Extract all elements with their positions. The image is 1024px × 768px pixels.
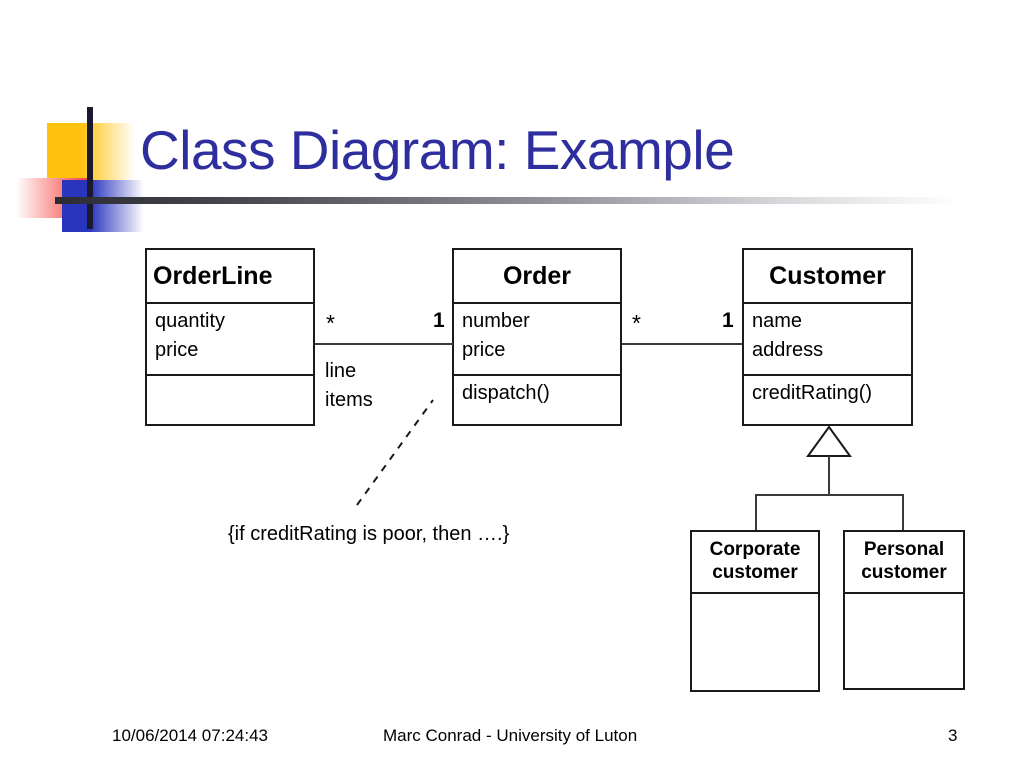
association-label-line-items: line items	[325, 357, 373, 415]
class-operations-customer: creditRating()	[744, 376, 911, 424]
class-body-personal-customer	[845, 594, 963, 688]
class-box-order[interactable]: Order number price dispatch()	[452, 248, 622, 426]
class-attributes-orderline: quantity price	[147, 304, 313, 376]
class-operations-order: dispatch()	[454, 376, 620, 424]
attribute-item: quantity	[155, 310, 226, 332]
generalization-branch-line	[755, 494, 904, 496]
class-box-customer[interactable]: Customer name address creditRating()	[742, 248, 913, 426]
class-name-line2: customer	[712, 562, 798, 583]
generalization-stem-line	[828, 456, 830, 495]
class-box-orderline[interactable]: OrderLine quantity price	[145, 248, 315, 426]
attribute-item: price	[155, 339, 199, 361]
footer-author: Marc Conrad - University of Luton	[383, 726, 638, 745]
class-attributes-order: number price	[454, 304, 620, 376]
class-name-personal-customer: Personal customer	[845, 532, 963, 594]
vertical-rule-decoration	[87, 107, 93, 229]
class-name-line1: Corporate	[709, 539, 801, 561]
class-name-order: Order	[454, 250, 620, 304]
multiplicity-order-target: 1	[722, 309, 734, 332]
note-dashed-connector	[356, 399, 434, 506]
operation-item: dispatch()	[462, 382, 550, 404]
class-name-line2: customer	[861, 562, 947, 583]
class-name-corporate-customer: Corporate customer	[692, 532, 818, 594]
generalization-triangle-icon	[806, 425, 852, 457]
association-line-order-customer	[622, 343, 742, 345]
generalization-drop-corporate	[755, 494, 757, 531]
attribute-item: name	[752, 310, 803, 332]
operation-item: creditRating()	[752, 382, 873, 404]
association-label-line1: line	[325, 360, 357, 382]
multiplicity-order-source: *	[632, 310, 641, 336]
attribute-item: address	[752, 339, 824, 361]
multiplicity-orderline-target: 1	[433, 309, 445, 332]
multiplicity-orderline-source: *	[326, 310, 335, 336]
class-name-customer: Customer	[744, 250, 911, 304]
class-attributes-customer: name address	[744, 304, 911, 376]
footer-page-number: 3	[948, 726, 958, 745]
class-operations-orderline	[147, 376, 313, 424]
class-name-line1: Personal	[863, 539, 945, 561]
blue-square-decoration	[62, 180, 144, 232]
title-underline-rule	[55, 197, 960, 204]
association-label-line2: items	[325, 389, 373, 411]
class-name-orderline: OrderLine	[147, 250, 313, 304]
attribute-item: price	[462, 339, 506, 361]
constraint-note-text: {if creditRating is poor, then ….}	[228, 523, 510, 545]
footer-date: 10/06/2014 07:24:43	[112, 726, 268, 745]
attribute-item: number	[462, 310, 530, 332]
class-box-personal-customer[interactable]: Personal customer	[843, 530, 965, 690]
class-box-corporate-customer[interactable]: Corporate customer	[690, 530, 820, 692]
class-body-corporate-customer	[692, 594, 818, 690]
page-title: Class Diagram: Example	[140, 119, 735, 181]
association-line-orderline-order	[315, 343, 453, 345]
generalization-drop-personal	[902, 494, 904, 531]
